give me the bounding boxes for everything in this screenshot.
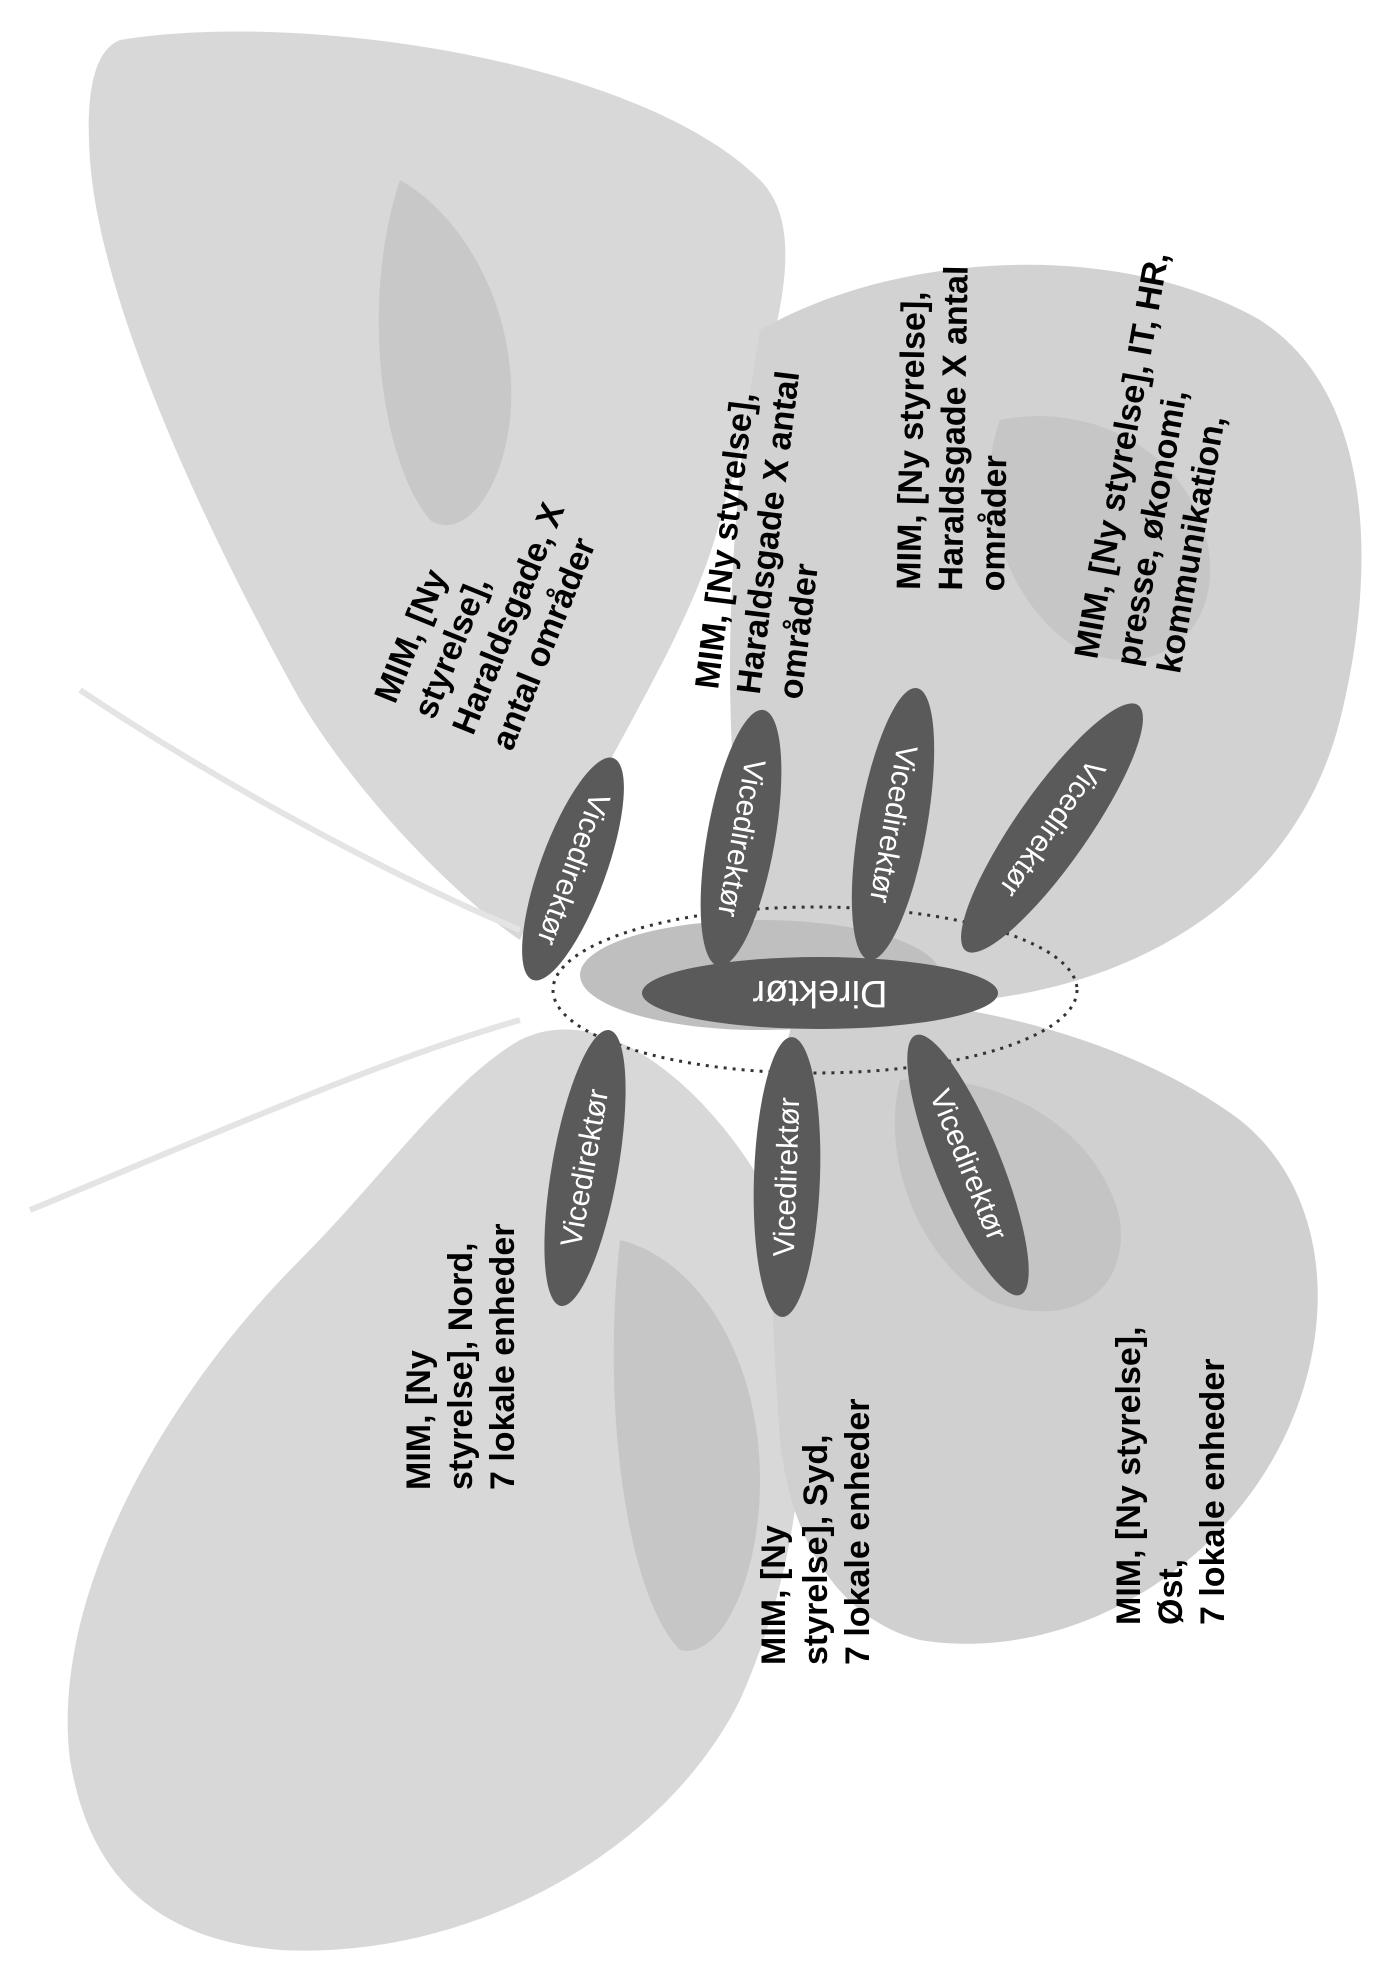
svg-text:MIM, [Ny styrelse], IT, HR,pre: MIM, [Ny styrelse], IT, HR,presse, økono… — [1067, 249, 1259, 676]
unit-nord-line-1: MIM, [Ny — [400, 1350, 438, 1490]
vicedirector-2: Vicedirektør — [700, 709, 782, 967]
vicedirector-6-label: Vicedirektør — [768, 1097, 807, 1258]
director-node: Direktør — [642, 957, 998, 1029]
unit-staff-text: MIM, [Ny styrelse], IT, HR,presse, økono… — [1067, 249, 1259, 676]
unit-oest-line-2: Øst, — [1152, 1559, 1190, 1625]
unit-syd-line-1: MIM, [Ny — [755, 1525, 793, 1665]
unit-syd-line-3: 7 lokale enheder — [839, 1399, 877, 1665]
director-label: Direktør — [752, 972, 887, 1014]
unit-haraldsgade-3-text: MIM, [Ny styrelse],Haraldsgade X antalom… — [890, 265, 1018, 592]
unit-nord-line-3: 7 lokale enheder — [484, 1224, 522, 1490]
director-dotted-ring — [551, 905, 1079, 1075]
unit-oest-line-3: 7 lokale enheder — [1194, 1359, 1232, 1625]
unit-haraldsgade-3-line-1: MIM, [Ny styrelse], — [890, 291, 933, 590]
unit-syd-line-2: styrelse], Syd, — [797, 1434, 835, 1665]
unit-nord-line-2: styrelse], Nord, — [442, 1242, 480, 1490]
unit-oest-text: MIM, [Ny styrelse],Øst,7 lokale enheder — [1110, 1326, 1232, 1625]
svg-text:MIM, [Ny styrelse],Haraldsgade: MIM, [Ny styrelse],Haraldsgade X antalom… — [890, 265, 1018, 592]
svg-text:MIM, [Nystyrelse], Nord,7 loka: MIM, [Nystyrelse], Nord,7 lokale enheder — [400, 1224, 522, 1490]
svg-text:MIM, [Ny styrelse],Øst,7 lokal: MIM, [Ny styrelse],Øst,7 lokale enheder — [1110, 1326, 1232, 1625]
svg-text:MIM, [Nystyrelse], Syd,7 lokal: MIM, [Nystyrelse], Syd,7 lokale enheder — [755, 1399, 877, 1665]
unit-haraldsgade-3-line-3: områder — [974, 455, 1014, 592]
vicedirector-5: Vicedirektør — [544, 1030, 626, 1306]
vicedirector-3: Vicedirektør — [851, 687, 935, 961]
unit-oest-line-1: MIM, [Ny styrelse], — [1110, 1326, 1148, 1625]
unit-haraldsgade-3-line-2: Haraldsgade X antal — [932, 265, 976, 591]
vicedirector-6: Vicedirektør — [753, 1037, 821, 1317]
